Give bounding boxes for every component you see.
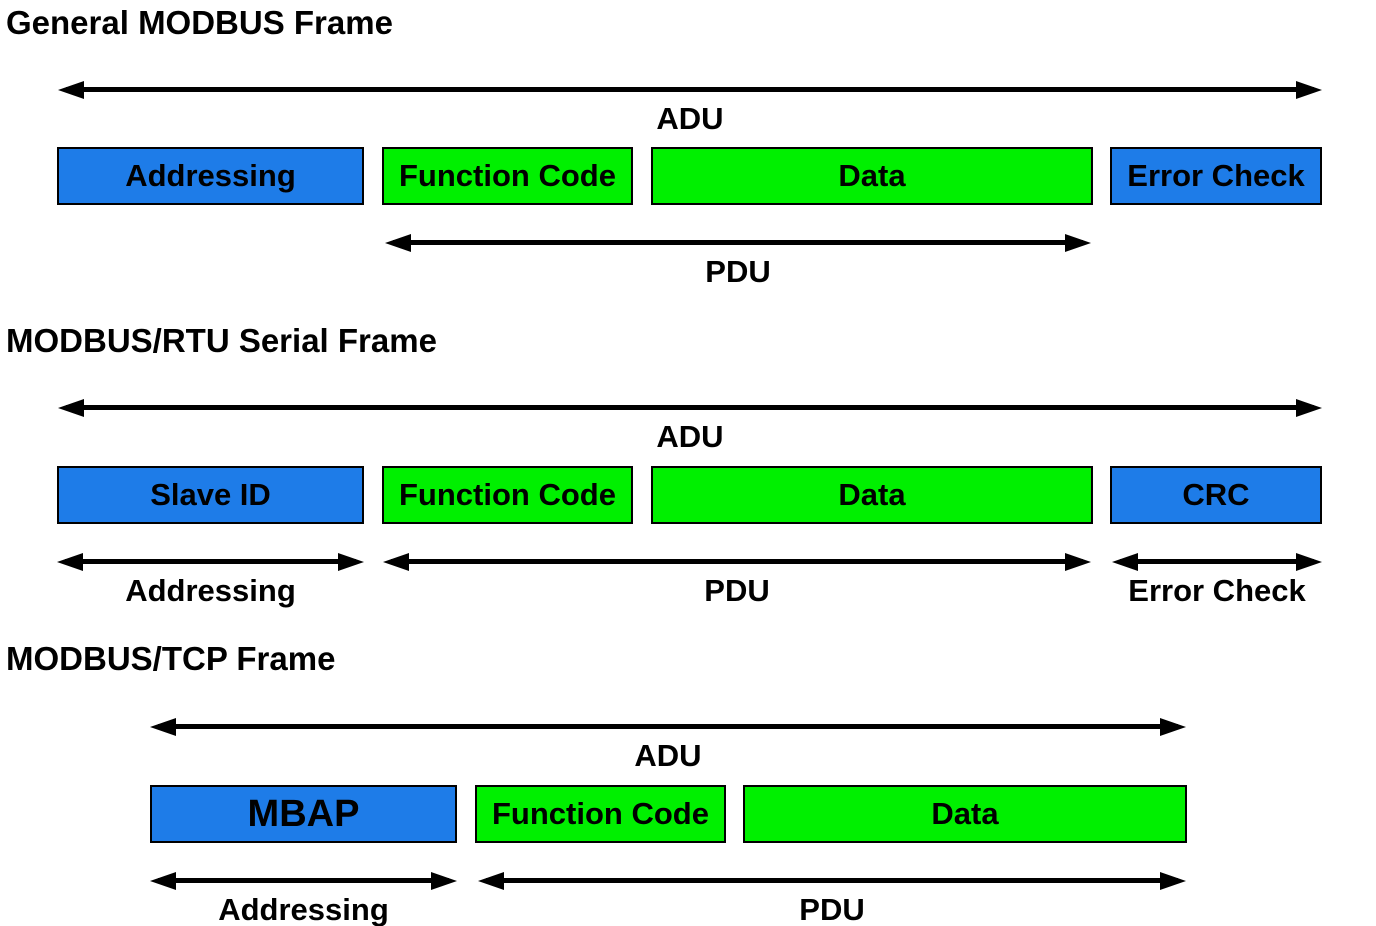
- frame-box-data: Data: [743, 785, 1187, 843]
- frame-box-addressing: Addressing: [57, 147, 364, 205]
- frame-box-data: Data: [651, 147, 1093, 205]
- addressing-span-arrow: [150, 872, 457, 890]
- adu-label: ADU: [656, 101, 724, 136]
- error-check-span-arrow: [1112, 553, 1322, 571]
- frame-box-data: Data: [651, 466, 1093, 524]
- adu-span-arrow: [58, 81, 1322, 99]
- arrow-shaft: [65, 559, 356, 564]
- arrow-shaft: [391, 559, 1083, 564]
- addressing-label: Addressing: [125, 573, 296, 608]
- adu-span-arrow: [150, 718, 1186, 736]
- frame-box-label: CRC: [1182, 477, 1250, 512]
- arrow-shaft: [66, 87, 1314, 92]
- frame-box-label: Slave ID: [150, 477, 271, 512]
- frame-box-label: Error Check: [1127, 158, 1305, 193]
- arrow-shaft: [486, 878, 1178, 883]
- frame-box-label: Addressing: [125, 158, 296, 193]
- arrow-shaft: [158, 724, 1178, 729]
- frame-box-crc: CRC: [1110, 466, 1322, 524]
- pdu-label: PDU: [704, 573, 770, 608]
- pdu-label: PDU: [799, 892, 865, 926]
- addressing-label: Addressing: [218, 892, 389, 926]
- adu-label: ADU: [634, 738, 702, 773]
- frame-box-label: Data: [931, 796, 999, 831]
- pdu-span-arrow: [385, 234, 1091, 252]
- frame-box-label: Function Code: [399, 158, 616, 193]
- arrow-shaft: [158, 878, 449, 883]
- pdu-span-arrow: [383, 553, 1091, 571]
- section-title: MODBUS/TCP Frame: [6, 640, 336, 677]
- arrow-shaft: [393, 240, 1083, 245]
- frame-box-slave-id: Slave ID: [57, 466, 364, 524]
- arrow-shaft: [66, 405, 1314, 410]
- frame-box-function-code: Function Code: [382, 466, 633, 524]
- frame-box-label: Data: [838, 477, 906, 512]
- pdu-span-arrow: [478, 872, 1186, 890]
- pdu-label: PDU: [705, 254, 771, 289]
- frame-box-label: Data: [838, 158, 906, 193]
- frame-box-label: Function Code: [492, 796, 709, 831]
- section-title: General MODBUS Frame: [6, 4, 393, 41]
- arrow-shaft: [1120, 559, 1314, 564]
- adu-span-arrow: [58, 399, 1322, 417]
- section-title: MODBUS/RTU Serial Frame: [6, 322, 437, 359]
- frame-box-error-check: Error Check: [1110, 147, 1322, 205]
- frame-box-function-code: Function Code: [475, 785, 726, 843]
- addressing-span-arrow: [57, 553, 364, 571]
- adu-label: ADU: [656, 419, 724, 454]
- frame-box-mbap: MBAP: [150, 785, 457, 843]
- frame-box-label: MBAP: [247, 792, 360, 835]
- frame-box-label: Function Code: [399, 477, 616, 512]
- frame-box-function-code: Function Code: [382, 147, 633, 205]
- error-check-label: Error Check: [1128, 573, 1306, 608]
